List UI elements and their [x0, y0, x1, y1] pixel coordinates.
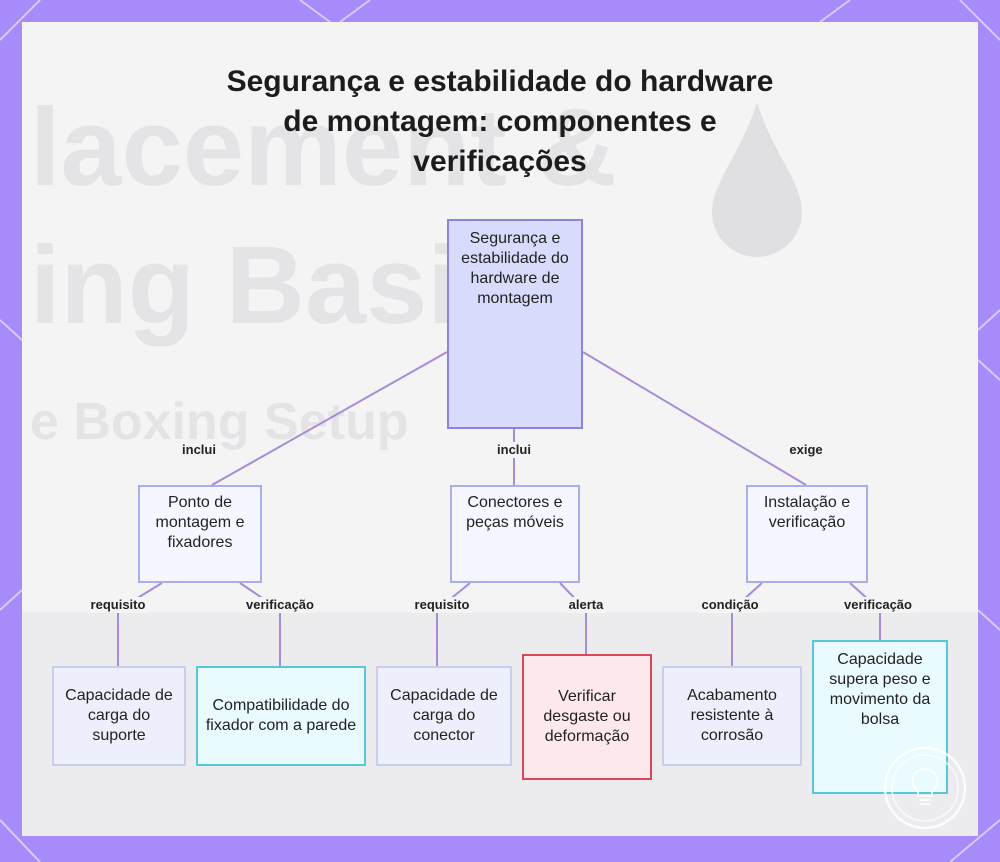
edge-label-mount-support: requisito	[88, 597, 149, 613]
node-install: Instalação e verificação	[746, 485, 868, 583]
edge-label-install-finish: condição	[698, 597, 761, 613]
edge-label-mount-fixer: verificação	[243, 597, 317, 613]
edge-label-conn-capacity: requisito	[412, 597, 473, 613]
edge-mount-support	[118, 583, 162, 666]
edge-root-install	[583, 352, 806, 485]
edge-label-conn-wear: alerta	[566, 597, 607, 613]
node-mount-point: Ponto de montagem e fixadores	[138, 485, 262, 583]
edge-conn-capacity	[437, 583, 470, 666]
node-root: Segurança e estabilidade do hardware de …	[447, 219, 583, 429]
edge-label-root-mount: inclui	[179, 442, 219, 458]
edge-install-finish	[732, 583, 762, 666]
edge-root-mount	[212, 352, 447, 485]
edge-mount-fixer	[240, 583, 280, 666]
node-support-capacity: Capacidade de carga do suporte	[52, 666, 186, 766]
node-finish: Acabamento resistente à corrosão	[662, 666, 802, 766]
node-fixer-compat: Compatibilidade do fixador com a parede	[196, 666, 366, 766]
lightbulb-seal-icon	[882, 745, 968, 831]
node-connectors: Conectores e peças móveis	[450, 485, 580, 583]
edge-conn-wear	[560, 583, 586, 654]
edge-label-install-capacity: verificação	[841, 597, 915, 613]
edge-label-root-install: exige	[786, 442, 825, 458]
node-check-wear: Verificar desgaste ou deformação	[522, 654, 652, 780]
node-connector-capacity: Capacidade de carga do conector	[376, 666, 512, 766]
edge-label-root-connectors: inclui	[494, 442, 534, 458]
